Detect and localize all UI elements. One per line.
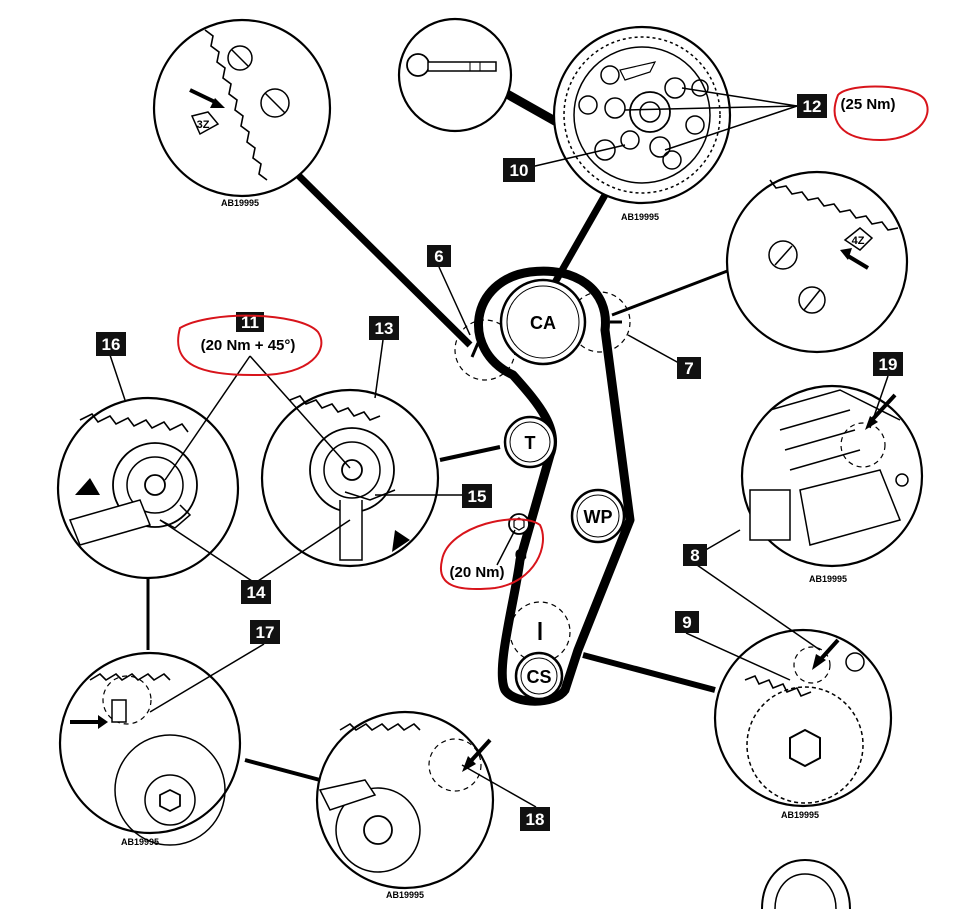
bolt-leaders: [624, 87, 798, 151]
svg-text:16: 16: [102, 335, 121, 354]
svg-text:(20 Nm): (20 Nm): [449, 564, 504, 581]
detail-camshaft-mark-left: 3Z AB19995: [152, 18, 332, 208]
detail-pump-19: AB19995: [740, 384, 924, 584]
svg-text:8: 8: [690, 546, 699, 565]
callout-7: 7: [677, 357, 701, 379]
ref-code: AB19995: [781, 810, 819, 820]
ref-code: AB19995: [809, 574, 847, 584]
svg-text:15: 15: [468, 487, 487, 506]
ref-code: AB19995: [121, 837, 159, 847]
torque-camshaft-bolts: (25 Nm): [833, 85, 929, 142]
svg-text:(25 Nm): (25 Nm): [840, 96, 895, 113]
tooth-mark-left: 3Z: [197, 119, 210, 131]
detail-tensioner-13: [260, 388, 440, 568]
camshaft-pulley: CA: [499, 278, 587, 366]
camshaft-label: CA: [530, 313, 556, 333]
callout-8: 8: [683, 544, 707, 566]
water-pump-label: WP: [584, 507, 613, 527]
water-pump-pulley: WP: [570, 488, 626, 544]
callout-14: 14: [241, 580, 271, 604]
svg-text:19: 19: [879, 355, 898, 374]
idler-label: G: [515, 547, 527, 564]
svg-text:6: 6: [434, 247, 443, 266]
tensioner-pulley: T: [503, 415, 557, 469]
callout-16: 16: [96, 332, 126, 356]
crankshaft-label: CS: [526, 667, 551, 687]
svg-text:18: 18: [526, 810, 545, 829]
svg-text:7: 7: [684, 359, 693, 378]
detail-lock-pin: [397, 17, 513, 133]
detail-camshaft-mark-right: 4Z: [725, 170, 909, 354]
svg-text:14: 14: [247, 583, 266, 602]
svg-text:11: 11: [241, 313, 259, 332]
crankshaft-pulley: CS: [514, 651, 564, 701]
partial-pulley: [761, 858, 851, 909]
svg-text:17: 17: [256, 623, 275, 642]
torque-tensioner-nut: (20 Nm + 45°): [177, 314, 323, 377]
callout-leaders: [109, 144, 889, 808]
callout-18: 18: [520, 807, 550, 831]
callout-9: 9: [675, 611, 699, 633]
callout-19: 19: [873, 352, 903, 376]
svg-text:9: 9: [682, 613, 691, 632]
detail-tensioner-16: [56, 396, 240, 580]
svg-text:(20 Nm + 45°): (20 Nm + 45°): [201, 337, 296, 354]
detail-tensioner-17: AB19995: [58, 651, 242, 847]
ref-code: AB19995: [221, 198, 259, 208]
callout-17: 17: [250, 620, 280, 644]
detail-camshaft-sprocket: AB19995: [552, 25, 732, 222]
callout-12: 12: [797, 94, 827, 118]
svg-text:10: 10: [510, 161, 529, 180]
svg-text:13: 13: [375, 319, 394, 338]
callout-6: 6: [427, 245, 451, 267]
callout-10: 10: [503, 158, 535, 182]
torque-idler-bolt: (20 Nm): [439, 518, 544, 591]
svg-text:12: 12: [803, 97, 822, 116]
tensioner-label: T: [525, 433, 536, 453]
ref-code: AB19995: [621, 212, 659, 222]
detail-crank-sprocket: AB19995: [713, 628, 893, 820]
detail-tensioner-18: AB19995: [315, 710, 495, 900]
callout-11: 11: [236, 312, 264, 332]
callout-13: 13: [369, 316, 399, 340]
tooth-mark-right: 4Z: [852, 235, 865, 247]
ref-code: AB19995: [386, 890, 424, 900]
callout-15: 15: [462, 484, 492, 508]
